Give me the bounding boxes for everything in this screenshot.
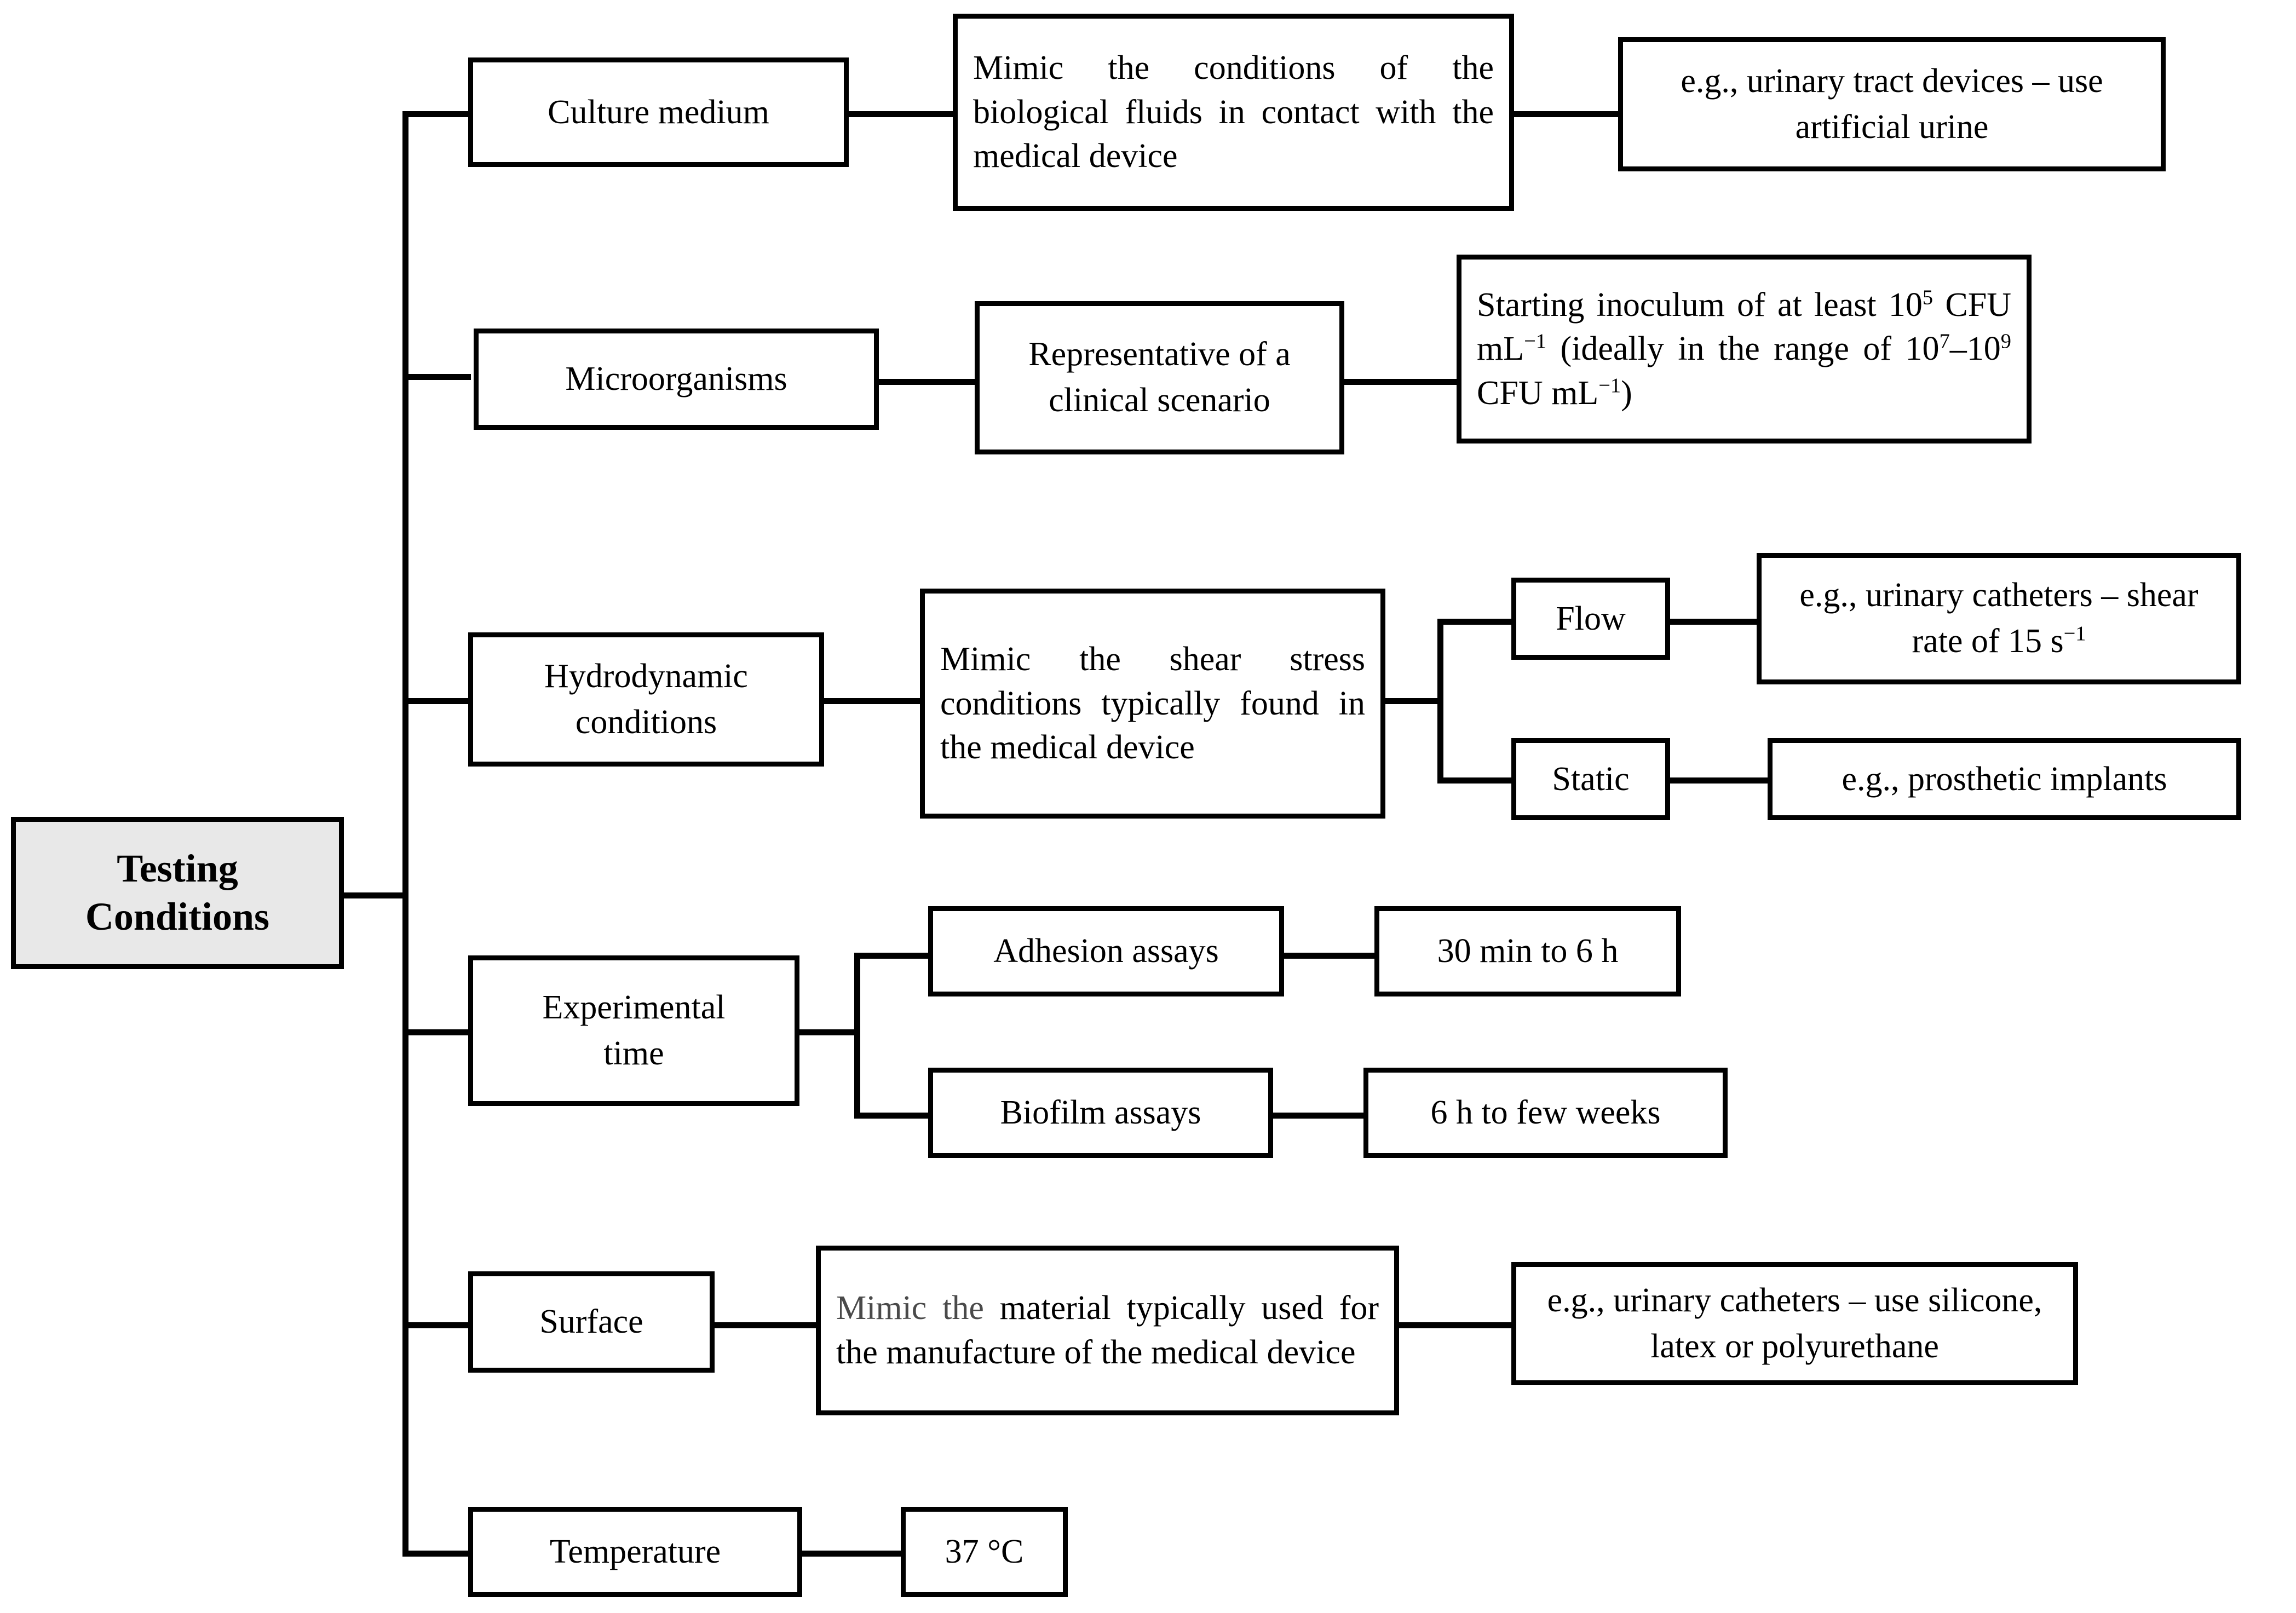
temperature-label: Temperature bbox=[549, 1533, 721, 1571]
connector-static-example bbox=[1666, 777, 1770, 784]
connector-split-to-adhesion bbox=[854, 953, 931, 959]
connector-trunk-culture-medium bbox=[402, 111, 471, 117]
node-culture-medium[interactable]: Culture medium bbox=[468, 57, 849, 167]
connector-flow-example bbox=[1666, 619, 1759, 625]
culture-medium-label: Culture medium bbox=[548, 93, 769, 131]
connector-hydro-detail-split bbox=[1374, 698, 1443, 704]
connector-hydrodynamic-detail bbox=[821, 698, 923, 704]
node-microorganisms-detail[interactable]: Representative of a clinical scenario bbox=[975, 301, 1344, 454]
root-label-line1: Testing bbox=[117, 846, 238, 891]
connector-trunk-hydrodynamic bbox=[402, 698, 471, 704]
flow-example-text: e.g., urinary catheters – shear rate of … bbox=[1776, 573, 2222, 664]
microorganisms-example-text: Starting inoculum of at least 105 CFU mL… bbox=[1477, 283, 2011, 416]
connector-trunk-microorganisms bbox=[402, 374, 471, 380]
node-adhesion-assays-value[interactable]: 30 min to 6 h bbox=[1374, 906, 1681, 996]
node-flow[interactable]: Flow bbox=[1511, 578, 1670, 660]
node-static[interactable]: Static bbox=[1511, 738, 1670, 820]
connector-trunk-temperature bbox=[402, 1551, 471, 1557]
surface-detail-rest: material typically used for the manufact… bbox=[836, 1289, 1379, 1371]
flow-ex-p1: e.g., urinary catheters – shear rate of … bbox=[1799, 577, 2199, 660]
hydrodynamic-label-line1: Hydrodynamic bbox=[544, 657, 748, 695]
connector-split-to-static bbox=[1437, 777, 1514, 784]
static-label: Static bbox=[1552, 760, 1630, 798]
micro-ex-p6: ) bbox=[1621, 374, 1632, 412]
culture-medium-detail-text: Mimic the conditions of the biological f… bbox=[973, 49, 1494, 175]
static-example-text: e.g., prosthetic implants bbox=[1842, 760, 2167, 798]
micro-ex-sup5: −1 bbox=[1598, 374, 1621, 398]
connector-culture-medium-detail bbox=[846, 111, 956, 117]
connector-biofilm-value bbox=[1270, 1113, 1366, 1119]
node-hydrodynamic-detail[interactable]: Mimic the shear stress conditions typica… bbox=[920, 589, 1385, 819]
biofilm-assays-label: Biofilm assays bbox=[1000, 1094, 1201, 1132]
connector-root-to-trunk bbox=[342, 892, 408, 898]
connector-trunk-experimental-time bbox=[402, 1029, 471, 1035]
surface-label: Surface bbox=[539, 1303, 643, 1341]
micro-ex-sup2: −1 bbox=[1524, 330, 1546, 353]
biofilm-assays-value-text: 6 h to few weeks bbox=[1430, 1094, 1661, 1132]
node-microorganisms-example[interactable]: Starting inoculum of at least 105 CFU mL… bbox=[1457, 255, 2032, 443]
connector-surface-detail bbox=[712, 1322, 819, 1328]
node-static-example[interactable]: e.g., prosthetic implants bbox=[1768, 738, 2241, 820]
micro-ex-sup3: 7 bbox=[1939, 330, 1950, 353]
node-surface-example[interactable]: e.g., urinary catheters – use silicone, … bbox=[1511, 1262, 2078, 1385]
adhesion-assays-value-text: 30 min to 6 h bbox=[1437, 932, 1619, 970]
connector-exptime-split bbox=[797, 1029, 857, 1035]
node-flow-example[interactable]: e.g., urinary catheters – shear rate of … bbox=[1757, 553, 2241, 684]
flow-label: Flow bbox=[1556, 600, 1626, 637]
node-adhesion-assays[interactable]: Adhesion assays bbox=[928, 906, 1284, 996]
micro-ex-p5: CFU mL bbox=[1477, 374, 1599, 412]
node-root-testing-conditions[interactable]: Testing Conditions bbox=[11, 817, 344, 969]
micro-ex-p1: Starting inoculum of at least 10 bbox=[1477, 286, 1923, 324]
micro-ex-p4: –10 bbox=[1949, 330, 2001, 368]
microorganisms-label: Microorganisms bbox=[565, 360, 787, 398]
node-hydrodynamic-conditions[interactable]: Hydrodynamic conditions bbox=[468, 632, 824, 767]
connector-temperature-value bbox=[799, 1551, 904, 1557]
connector-main-trunk bbox=[402, 111, 408, 1557]
connector-trunk-surface bbox=[402, 1322, 471, 1328]
temperature-value-text: 37 °C bbox=[945, 1533, 1024, 1571]
node-culture-medium-detail[interactable]: Mimic the conditions of the biological f… bbox=[953, 14, 1514, 211]
node-temperature-value[interactable]: 37 °C bbox=[901, 1507, 1068, 1597]
node-surface[interactable]: Surface bbox=[468, 1271, 715, 1373]
experimental-time-label-line2: time bbox=[603, 1034, 664, 1072]
connector-culture-detail-example bbox=[1511, 111, 1621, 117]
flow-ex-sup1: −1 bbox=[2063, 622, 2086, 646]
micro-ex-p3: (ideally in the range of 10 bbox=[1546, 330, 1940, 368]
surface-detail-lead: Mimic the bbox=[836, 1289, 984, 1327]
connector-split-to-flow bbox=[1437, 619, 1514, 625]
experimental-time-label-line1: Experimental bbox=[542, 988, 726, 1026]
connector-adhesion-value bbox=[1281, 953, 1377, 959]
surface-detail-text: Mimic the material typically used for th… bbox=[836, 1286, 1379, 1374]
node-microorganisms[interactable]: Microorganisms bbox=[474, 329, 879, 430]
culture-medium-example-text: e.g., urinary tract devices – use artifi… bbox=[1681, 62, 2103, 146]
surface-example-text: e.g., urinary catheters – use silicone, … bbox=[1547, 1281, 2042, 1365]
node-temperature[interactable]: Temperature bbox=[468, 1507, 802, 1597]
adhesion-assays-label: Adhesion assays bbox=[993, 932, 1219, 970]
connector-split-to-biofilm bbox=[854, 1113, 931, 1119]
root-label-line2: Conditions bbox=[85, 895, 270, 938]
hydrodynamic-detail-text: Mimic the shear stress conditions typica… bbox=[940, 641, 1365, 767]
connector-surface-detail-example bbox=[1396, 1322, 1514, 1328]
connector-microorganisms-detail bbox=[876, 379, 977, 385]
node-biofilm-assays[interactable]: Biofilm assays bbox=[928, 1068, 1273, 1158]
micro-ex-p2: CFU mL bbox=[1477, 286, 2012, 368]
connector-micro-detail-example bbox=[1342, 379, 1459, 385]
node-experimental-time[interactable]: Experimental time bbox=[468, 955, 799, 1106]
hydrodynamic-label-line2: conditions bbox=[575, 703, 717, 741]
node-biofilm-assays-value[interactable]: 6 h to few weeks bbox=[1363, 1068, 1728, 1158]
connector-hydro-split-vertical bbox=[1437, 619, 1443, 777]
node-surface-detail[interactable]: Mimic the material typically used for th… bbox=[816, 1246, 1399, 1415]
micro-ex-sup1: 5 bbox=[1922, 285, 1934, 309]
microorganisms-detail-text: Representative of a clinical scenario bbox=[1028, 336, 1291, 419]
micro-ex-sup4: 9 bbox=[2000, 330, 2011, 353]
connector-exptime-split-vertical bbox=[854, 953, 860, 1117]
node-culture-medium-example[interactable]: e.g., urinary tract devices – use artifi… bbox=[1618, 37, 2166, 171]
